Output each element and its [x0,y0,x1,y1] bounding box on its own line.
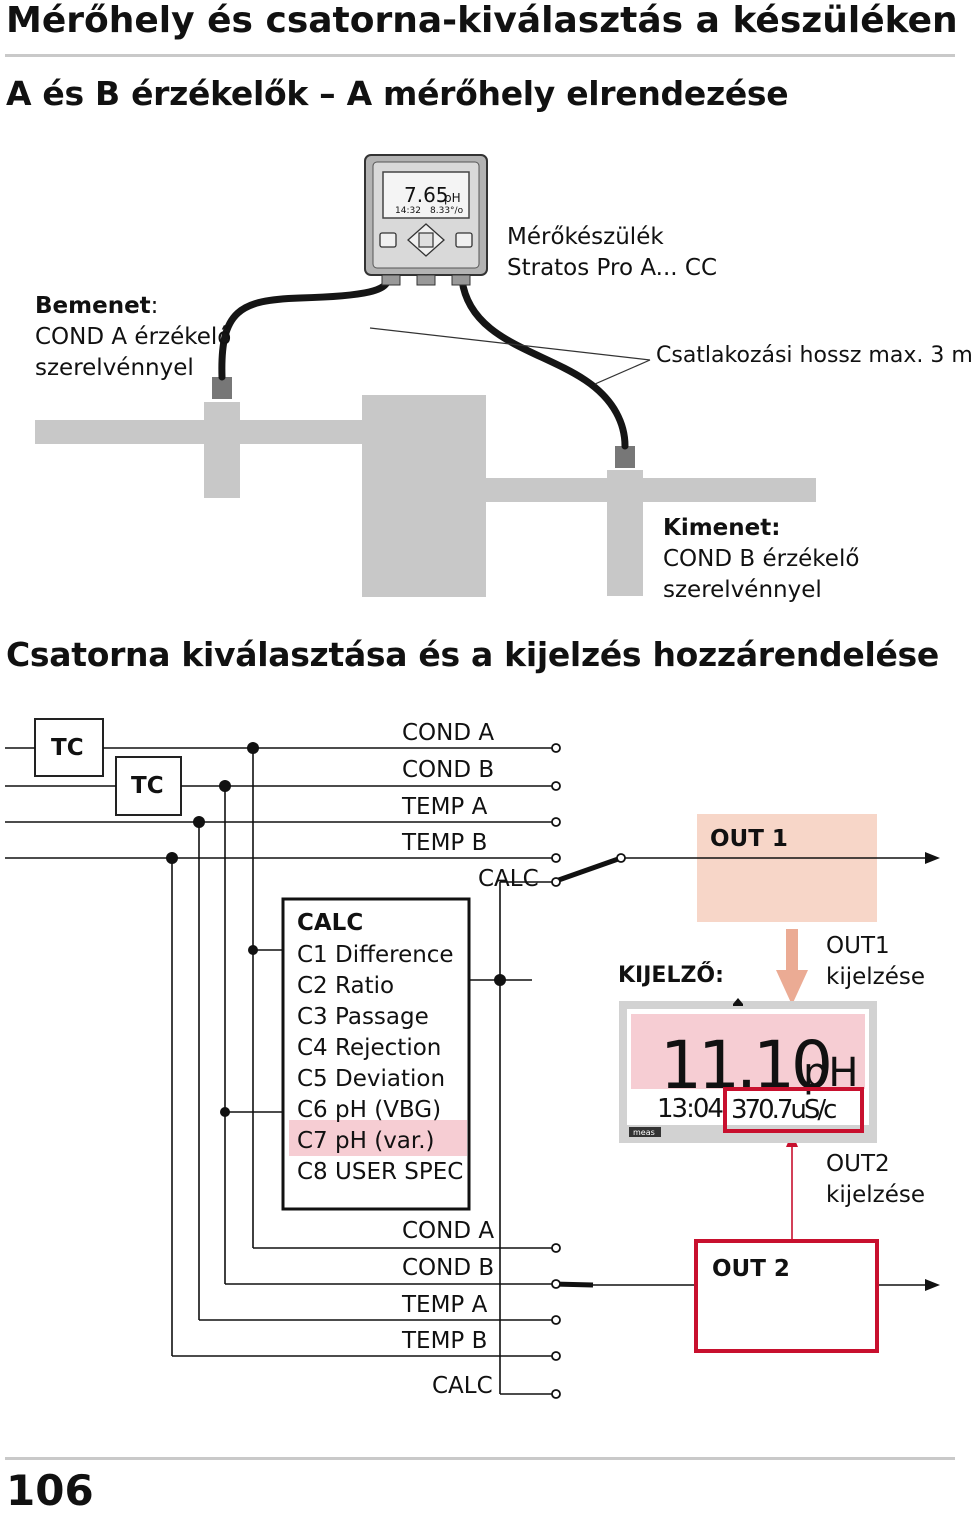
out1-display-line-2: kijelzése [826,964,925,990]
device-label-2: Stratos Pro A... CC [507,255,718,281]
calc-option-c2: C2 Ratio [297,973,395,999]
lcd-meas-label: meas [633,1128,655,1137]
input-line-2: szerelvénnyel [35,355,194,381]
out2-display-line-1: OUT2 [826,1151,890,1177]
calc-option-c4: C4 Rejection [297,1035,442,1061]
calc-option-c7: C7 pH (var.) [297,1128,435,1154]
cable-b [458,276,629,450]
lcd-top-band [631,1014,865,1089]
out1-display-arrow [776,970,808,1005]
lcd-time: 13:04 [657,1094,723,1124]
device-display-main: 7.65 [404,183,449,207]
tank [362,395,486,597]
out2-box [694,1239,879,1353]
output-label: Kimenet: [663,515,781,541]
out1-box [697,814,877,922]
output-line-2: szerelvénnyel [663,577,822,603]
tc-a-label: TC [51,735,84,761]
device-label-1: Mérőkészülék [507,224,664,250]
calc-option-c3: C3 Passage [297,1004,429,1030]
bottom-channel-cond-a: COND A [402,1218,495,1244]
output-line-1: COND B érzékelő [663,546,860,572]
calc-highlight [289,1120,467,1156]
sensor-a-fitting [204,402,240,498]
pipe-right [486,478,816,502]
device-display [382,171,470,219]
out2-arrow [925,1279,940,1291]
pipe-left [35,420,365,444]
out2-display-line-2: kijelzése [826,1182,925,1208]
sensor-b-head [615,446,635,468]
calc-switch-label: CALC [478,866,539,892]
footer-divider [5,1457,955,1460]
out2-label: OUT 2 [712,1256,790,1282]
device-display-time: 14:32 [395,206,421,216]
lcd-out2-frame [723,1087,864,1133]
calc-option-c8: C8 USER SPEC [297,1159,464,1185]
cable-a [218,276,392,381]
out1-arrow [925,852,940,864]
channel-selection-figure: TC TC [5,718,940,1399]
top-channel-cond-a: COND A [402,720,495,746]
calc-option-c1: C1 Difference [297,942,454,968]
input-line-1: COND A érzékelő [35,324,232,350]
page-title: Mérőhely és csatorna-kiválasztás a készü… [6,0,958,41]
page-number: 106 [6,1466,94,1515]
section-title-channel-selection: Csatorna kiválasztása és a kijelzés hozz… [6,635,939,674]
top-channel-cond-b: COND B [402,757,495,783]
top-channel-temp-b: TEMP B [402,830,488,856]
calc-box-title: CALC [297,910,364,936]
sensor-a-head [212,377,232,399]
bottom-channel-temp-b: TEMP B [402,1328,488,1354]
bottom-calc-label: CALC [432,1373,493,1399]
lcd-main-value: 11.10 [660,1027,829,1104]
device-button-left [379,232,397,248]
bottom-channel-cond-b: COND B [402,1255,495,1281]
out1-display-line-1: OUT1 [826,933,890,959]
device-button-right [455,232,473,248]
device-display-temp: 8.33°/o [430,206,464,216]
sensor-b-fitting [607,470,643,596]
calc-option-c6: C6 pH (VBG) [297,1097,442,1123]
lcd-secondary: 370.7uS/c [731,1095,836,1125]
cable-length-label: Csatlakozási hossz max. 3 m [656,343,973,368]
tc-b-label: TC [131,773,164,799]
subtitle: A és B érzékelők – A mérőhely elrendezés… [6,74,789,113]
site-layout-figure: 7.65 pH 14:32 8.33°/o [35,154,816,597]
out1-switch [552,855,622,885]
calc-option-c5: C5 Deviation [297,1066,446,1092]
input-label: Bemenet: [35,293,159,319]
calc-box [281,897,471,1211]
title-divider [5,54,955,57]
display-label: KIJELZŐ: [618,963,724,988]
top-channel-temp-a: TEMP A [402,794,488,820]
bottom-channel-temp-a: TEMP A [402,1292,488,1318]
device-display-unit: pH [444,191,461,205]
out1-label: OUT 1 [710,826,788,852]
